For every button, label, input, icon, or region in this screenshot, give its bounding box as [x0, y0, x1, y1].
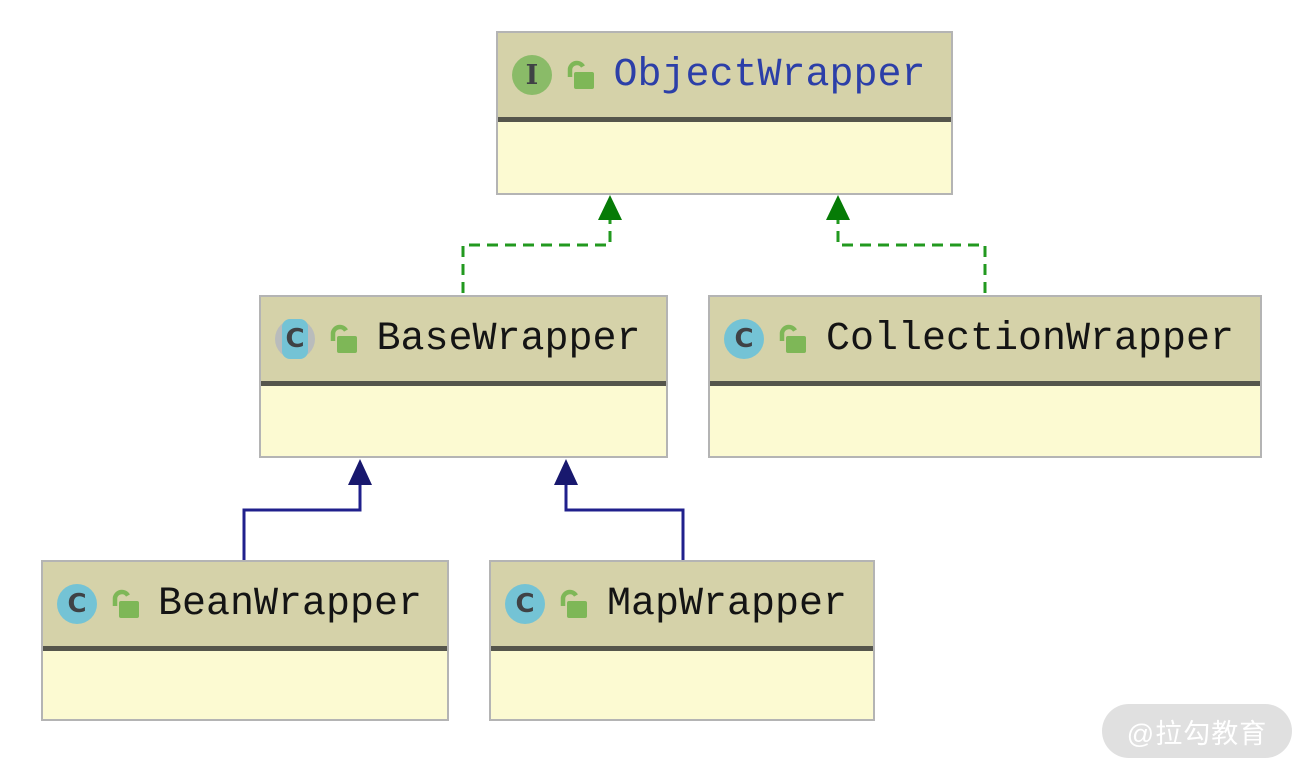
- class-name: BaseWrapper: [376, 316, 641, 362]
- class-body: [43, 651, 447, 719]
- class-icon-letter: C: [515, 589, 535, 619]
- class-name: BeanWrapper: [157, 581, 423, 627]
- edge-basewrapper-implements-objectwrapper[interactable]: [461, 195, 622, 293]
- class-box-objectwrapper[interactable]: I ObjectWrapper: [496, 31, 953, 195]
- unlocked-icon: [112, 589, 139, 618]
- class-box-mapwrapper[interactable]: C MapWrapper: [489, 560, 875, 721]
- interface-icon: I: [512, 55, 552, 95]
- class-name: ObjectWrapper: [613, 52, 926, 98]
- class-body: [498, 122, 951, 193]
- watermark-text: @拉勾教育: [1126, 718, 1268, 749]
- class-name: MapWrapper: [606, 581, 848, 627]
- unlocked-icon: [779, 324, 806, 353]
- class-header: C MapWrapper: [491, 562, 873, 646]
- member-divider: [43, 646, 447, 651]
- class-icon-letter: C: [67, 589, 87, 619]
- member-divider: [498, 117, 951, 122]
- class-header: I ObjectWrapper: [498, 33, 951, 117]
- watermark-badge: @拉勾教育: [1102, 704, 1292, 758]
- unlocked-icon: [560, 589, 587, 618]
- edge-collectionwrapper-implements-objectwrapper[interactable]: [826, 195, 987, 293]
- interface-icon-letter: I: [525, 59, 539, 91]
- class-icon-letter: C: [285, 324, 305, 354]
- class-box-basewrapper[interactable]: C BaseWrapper: [259, 295, 668, 458]
- class-box-beanwrapper[interactable]: C BeanWrapper: [41, 560, 449, 721]
- edge-mapwrapper-extends-basewrapper[interactable]: [554, 459, 685, 562]
- class-icon-letter: C: [734, 324, 754, 354]
- class-icon: C: [505, 584, 545, 624]
- class-header: C BaseWrapper: [261, 297, 666, 381]
- unlocked-icon: [567, 60, 594, 89]
- class-header: C BeanWrapper: [43, 562, 447, 646]
- class-icon: C: [724, 319, 764, 359]
- abstract-class-pill: C: [282, 319, 308, 359]
- unlocked-icon: [330, 324, 357, 353]
- class-icon: C: [57, 584, 97, 624]
- class-body: [491, 651, 873, 719]
- member-divider: [261, 381, 666, 386]
- edge-beanwrapper-extends-basewrapper[interactable]: [242, 459, 372, 562]
- class-name: CollectionWrapper: [825, 316, 1235, 362]
- class-header: C CollectionWrapper: [710, 297, 1260, 381]
- abstract-class-icon: C: [275, 319, 315, 359]
- member-divider: [491, 646, 873, 651]
- class-body: [261, 386, 666, 456]
- class-body: [710, 386, 1260, 456]
- class-box-collectionwrapper[interactable]: C CollectionWrapper: [708, 295, 1262, 458]
- member-divider: [710, 381, 1260, 386]
